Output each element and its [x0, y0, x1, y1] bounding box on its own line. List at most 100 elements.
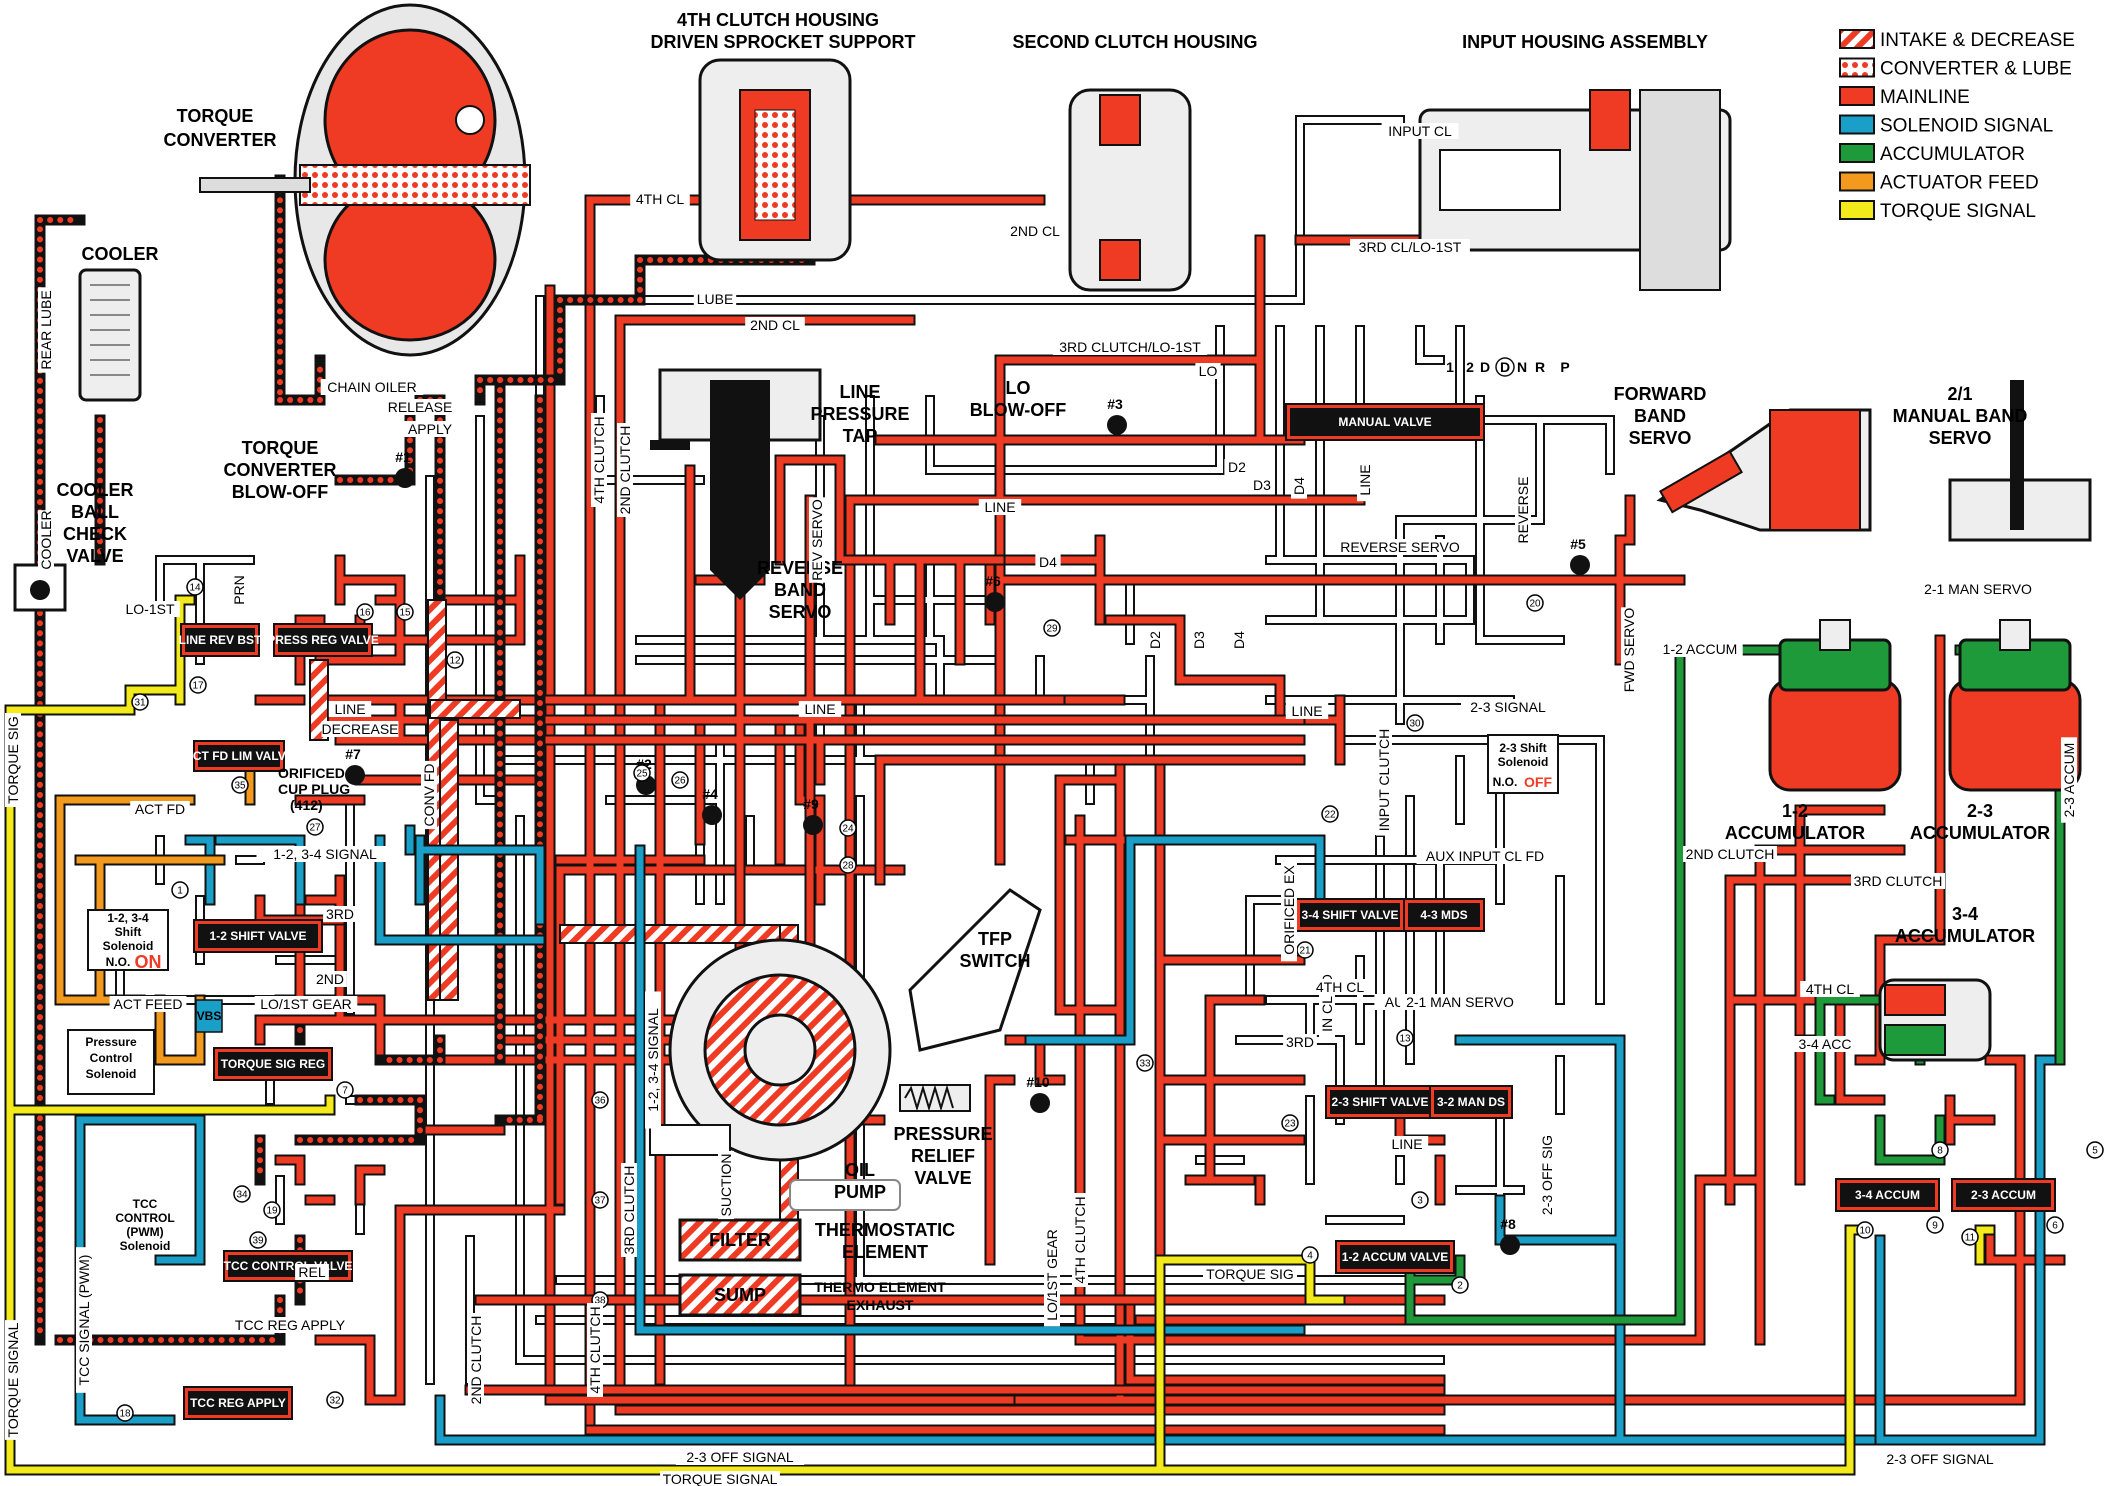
passage-label-bg [745, 317, 805, 333]
passage-label: ACT FEED [109, 996, 187, 1012]
orifice-number-label: 4 [1307, 1251, 1313, 1262]
passage-label-text: LO/1ST GEAR [260, 996, 352, 1012]
sump [678, 1273, 802, 1317]
passage-label: CONV FD [421, 760, 437, 830]
selector-position: D [1480, 359, 1490, 375]
orifice-number [2086, 1141, 2104, 1159]
orifice-number [1961, 1228, 1979, 1246]
passage-label: D4 [1035, 554, 1061, 570]
passage-label-bg [718, 1150, 734, 1220]
passage-label: LINE [1285, 703, 1329, 719]
passage-label-bg [1657, 641, 1743, 657]
converter-lube-passages [34, 174, 816, 1346]
thermo-ex-2: EXHAUST [847, 1297, 914, 1313]
passage-label-text: FWD SERVO [1621, 608, 1637, 693]
s1234-line1: 1-2, 3-4 [107, 911, 149, 925]
orifice-number-label: 18 [119, 1409, 131, 1420]
passage-label: 3RD [323, 906, 357, 922]
passage-label-text: APPLY [408, 421, 453, 437]
accum12-2: ACCUMULATOR [1725, 823, 1865, 843]
accum34-2: ACCUMULATOR [1895, 926, 2035, 946]
passage-label-text: TORQUE SIGNAL [663, 1471, 778, 1486]
passage-label-bg [1147, 627, 1163, 653]
passage-label-text: LINE [804, 701, 835, 717]
selector-current [1495, 357, 1515, 377]
passage-label: LINE [1357, 458, 1373, 502]
tfp-1: TFP [978, 929, 1012, 949]
valve-label: 3-2 MAN DS [1437, 1095, 1505, 1109]
passage-label-text: LUBE [697, 291, 734, 307]
passage-label-text: LO-1ST [125, 601, 174, 617]
passage-label-bg [130, 801, 190, 817]
passage-label-text: 4TH CL [1806, 981, 1854, 997]
orifice-number [1301, 1246, 1319, 1264]
passage-label: FWD SERVO [1621, 607, 1637, 693]
passage-label-bg [1683, 846, 1777, 862]
orifice-number [1526, 594, 1544, 612]
passage-label: CHAIN OILER [320, 379, 424, 395]
orifice-number-label: 37 [594, 1196, 606, 1207]
passage-label: 3RD CLUTCH [1851, 873, 1945, 889]
orifice-number-label: 31 [134, 698, 146, 709]
passage-label: 4TH CLUTCH [587, 1303, 603, 1397]
checkball [345, 765, 365, 785]
checkball [395, 468, 415, 488]
orifice-number [131, 693, 149, 711]
orifice-number-label: 20 [1529, 599, 1541, 610]
pcs-line3: Solenoid [86, 1067, 137, 1081]
orifice-number [1321, 805, 1339, 823]
passage-label: REVERSE SERVO [1340, 539, 1460, 555]
passage-label-bg [38, 510, 54, 570]
passage-label-text: ACT FD [135, 801, 185, 817]
passage-label-text: 2-1 MAN SERVO [1406, 994, 1514, 1010]
passage-label-bg [320, 379, 424, 395]
orifice-number-label: 38 [594, 1296, 606, 1307]
orifice-number [1396, 1029, 1414, 1047]
passage-label: RELEASE [385, 399, 455, 415]
passage-label: 2ND CL [745, 317, 805, 333]
valve-spool [1300, 903, 1400, 927]
passage-label-text: SUCTION [718, 1154, 734, 1217]
passage-label: 4TH CL [1310, 979, 1370, 995]
tfp-switch [908, 888, 1042, 1052]
passage-label: 2-1 MAN SERVO [1400, 994, 1520, 1010]
valve-label: MANUAL VALVE [1338, 415, 1431, 429]
passage-label-bg [1291, 473, 1307, 499]
passage-label-bg [385, 399, 455, 415]
thermo-ex-1: THERMO ELEMENT [814, 1279, 946, 1295]
passage-label: ACT FD [130, 801, 190, 817]
passage-label-text: REVERSE SERVO [1340, 539, 1460, 555]
valve-spool [188, 1391, 288, 1415]
orifice-number-label: 8 [1937, 1146, 1943, 1157]
rbs-1: REVERSE [757, 558, 843, 578]
tc-heading-1: TORQUE [177, 106, 254, 126]
passage-label: 2-3 SIGNAL [1461, 699, 1555, 715]
passage-label: LO/1ST GEAR [254, 996, 358, 1012]
passage-label: 4TH CL [1800, 981, 1860, 997]
orifice-number-label: 6 [2052, 1221, 2058, 1232]
selector-position: R [1535, 359, 1545, 375]
passage-label-bg [76, 1247, 92, 1393]
valve-label: TCC REG APPLY [190, 1396, 286, 1410]
cooler-heading: COOLER [81, 244, 158, 264]
passage-label-bg [404, 421, 456, 437]
valve-spool [198, 924, 318, 948]
passage-label: LO-1ST [120, 601, 180, 617]
checkball-label: #4 [702, 786, 718, 802]
passage-label-text: 2-3 OFF SIG [1539, 1135, 1555, 1215]
selector-position: P [1560, 359, 1569, 375]
orifice-number [326, 1391, 344, 1409]
orifice-number-label: 21 [1299, 946, 1311, 957]
passage-label-text: REV SERVO [809, 499, 825, 581]
passage-label-bg [328, 701, 372, 717]
cooler-check-4: VALVE [66, 546, 123, 566]
passage-label-bg [5, 713, 21, 807]
orifice-number-label: 39 [252, 1236, 264, 1247]
passage-label-bg [321, 721, 399, 737]
orifice-number [1043, 619, 1061, 637]
cooler-check-1: COOLER [56, 480, 133, 500]
passage-label-bg [1621, 607, 1637, 693]
orifice-number-label: 35 [234, 781, 246, 792]
